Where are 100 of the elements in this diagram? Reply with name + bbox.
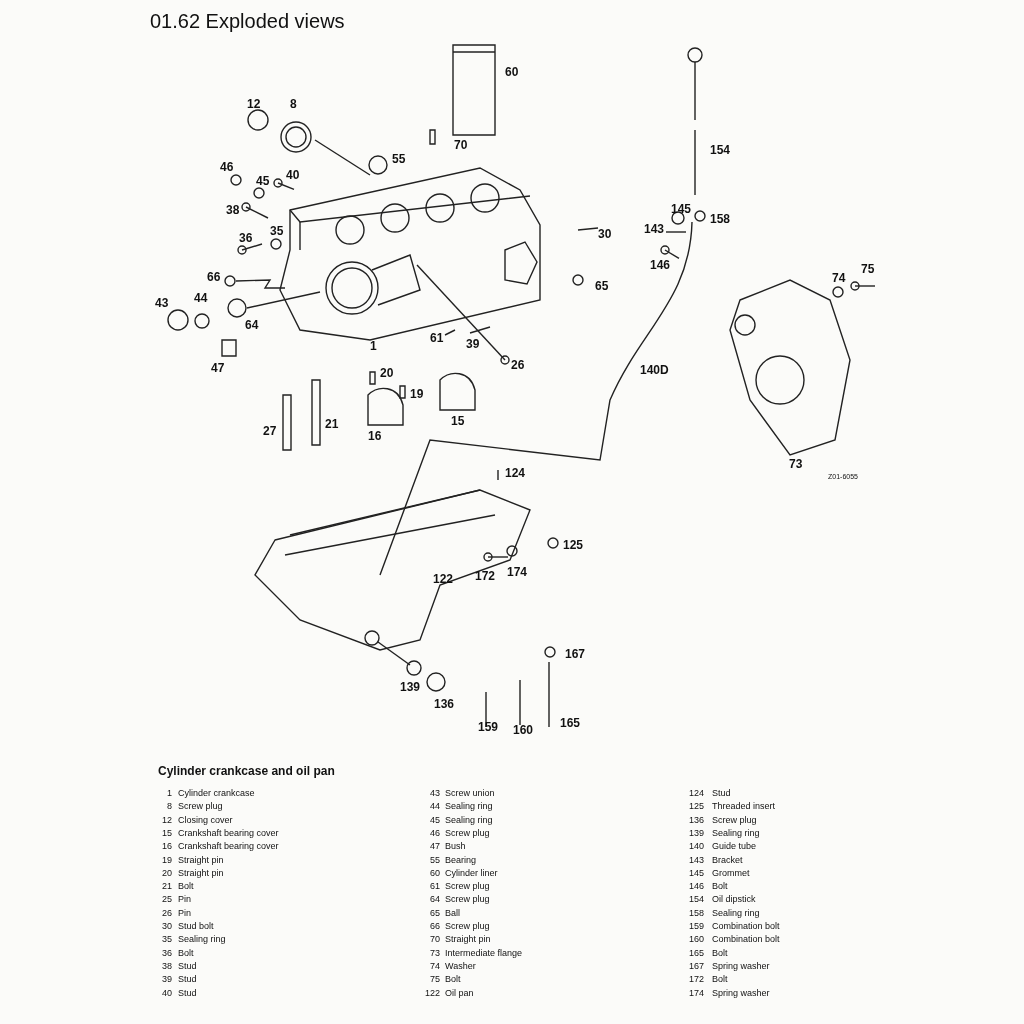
part-name: Bearing bbox=[445, 854, 477, 865]
part-name: Screw union bbox=[445, 788, 495, 798]
part-name: Stud bbox=[712, 788, 731, 798]
callout-number: 44 bbox=[194, 291, 208, 305]
part-number: 1 bbox=[166, 788, 172, 798]
part-number: 66 bbox=[429, 921, 440, 931]
part-number: 125 bbox=[687, 801, 704, 812]
part-number: 12 bbox=[161, 814, 172, 825]
part-name: Crankshaft bearing cover bbox=[178, 827, 279, 838]
part-name: Sealing ring bbox=[712, 907, 760, 918]
part-name: Screw plug bbox=[445, 921, 490, 931]
part-name: Straight pin bbox=[178, 854, 224, 865]
callout-number: 143 bbox=[644, 222, 665, 236]
part-number: 60 bbox=[429, 867, 440, 878]
part-name: Screw plug bbox=[178, 801, 223, 812]
part-name: Bolt bbox=[178, 881, 194, 892]
callout-number: 47 bbox=[211, 361, 225, 375]
callout-number: 20 bbox=[380, 366, 394, 380]
part-number: 25 bbox=[161, 894, 172, 905]
callout-number: 61 bbox=[430, 331, 444, 345]
part-name: Sealing ring bbox=[178, 934, 226, 945]
callout-number: 74 bbox=[832, 271, 846, 285]
part-name: Stud bbox=[178, 960, 197, 971]
part-number: 122 bbox=[423, 987, 440, 998]
part-name: Combination bolt bbox=[712, 921, 780, 931]
part-number: 15 bbox=[161, 827, 172, 838]
callout-number: 124 bbox=[505, 466, 526, 480]
part-name: Bush bbox=[445, 841, 466, 852]
part-number: 140 bbox=[687, 841, 704, 852]
part-name: Cylinder crankcase bbox=[178, 788, 255, 798]
part-number: 172 bbox=[687, 974, 704, 985]
part-number: 16 bbox=[161, 841, 172, 852]
part-name: Crankshaft bearing cover bbox=[178, 841, 279, 852]
callout-number: 140D bbox=[640, 363, 669, 377]
part-name: Stud bolt bbox=[178, 921, 214, 931]
callout-number: 40 bbox=[286, 168, 300, 182]
part-name: Bolt bbox=[712, 947, 728, 958]
part-name: Grommet bbox=[712, 867, 750, 878]
part-name: Screw plug bbox=[445, 881, 490, 892]
part-number: 65 bbox=[429, 907, 440, 918]
part-name: Pin bbox=[178, 907, 191, 918]
part-name: Guide tube bbox=[712, 841, 757, 852]
part-number: 55 bbox=[429, 854, 440, 865]
part-number: 35 bbox=[161, 934, 172, 945]
part-name: Stud bbox=[178, 974, 197, 985]
callout-number: 8 bbox=[290, 97, 297, 111]
part-number: 45 bbox=[429, 814, 440, 825]
callout-number: 139 bbox=[400, 680, 421, 694]
part-number: 75 bbox=[429, 974, 440, 985]
callout-number: 30 bbox=[598, 227, 612, 241]
part-number: 26 bbox=[161, 907, 172, 918]
callout-number: 159 bbox=[478, 720, 499, 734]
part-name: Screw plug bbox=[712, 814, 757, 825]
callout-number: 160 bbox=[513, 723, 534, 737]
callout-number: 19 bbox=[410, 387, 424, 401]
callout-number: 36 bbox=[239, 231, 253, 245]
part-number: 46 bbox=[429, 827, 440, 838]
callout-number: 73 bbox=[789, 457, 803, 471]
callout-number: 167 bbox=[565, 647, 586, 661]
part-number: 145 bbox=[687, 867, 704, 878]
part-name: Intermediate flange bbox=[445, 947, 523, 958]
callout-number: 174 bbox=[507, 565, 528, 579]
part-name: Screw plug bbox=[445, 827, 490, 838]
part-number: 154 bbox=[687, 894, 704, 905]
part-number: 40 bbox=[161, 987, 172, 998]
part-number: 124 bbox=[687, 788, 704, 798]
part-name: Ball bbox=[445, 907, 460, 918]
callout-number: 39 bbox=[466, 337, 480, 351]
part-name: Straight pin bbox=[445, 934, 491, 945]
part-name: Bracket bbox=[712, 854, 743, 865]
callout-number: 35 bbox=[270, 224, 284, 238]
part-name: Straight pin bbox=[178, 867, 224, 878]
part-number: 21 bbox=[161, 881, 172, 892]
part-number: 143 bbox=[687, 854, 704, 865]
callout-number: 75 bbox=[861, 262, 875, 276]
part-name: Bolt bbox=[178, 947, 194, 958]
list-heading: Cylinder crankcase and oil pan bbox=[158, 764, 335, 778]
part-name: Threaded insert bbox=[712, 801, 776, 812]
callout-number: 16 bbox=[368, 429, 382, 443]
part-number: 174 bbox=[687, 987, 704, 998]
part-number: 20 bbox=[161, 867, 172, 878]
part-name: Bolt bbox=[712, 974, 728, 985]
callout-number: 145 bbox=[671, 202, 692, 216]
callout-number: 146 bbox=[650, 258, 671, 272]
callout-number: 55 bbox=[392, 152, 406, 166]
part-number: 70 bbox=[429, 934, 440, 945]
callout-number: 38 bbox=[226, 203, 240, 217]
part-name: Oil dipstick bbox=[712, 894, 756, 905]
part-name: Sealing ring bbox=[445, 801, 493, 812]
part-name: Spring washer bbox=[712, 960, 770, 971]
callout-number: 70 bbox=[454, 138, 468, 152]
part-number: 74 bbox=[429, 960, 440, 971]
part-number: 64 bbox=[429, 894, 440, 905]
part-number: 44 bbox=[429, 801, 440, 812]
part-number: 165 bbox=[687, 947, 704, 958]
callout-number: 65 bbox=[595, 279, 609, 293]
callout-number: 60 bbox=[505, 65, 519, 79]
part-number: 47 bbox=[429, 841, 440, 852]
part-number: 139 bbox=[687, 827, 704, 838]
callout-number: 172 bbox=[475, 569, 496, 583]
